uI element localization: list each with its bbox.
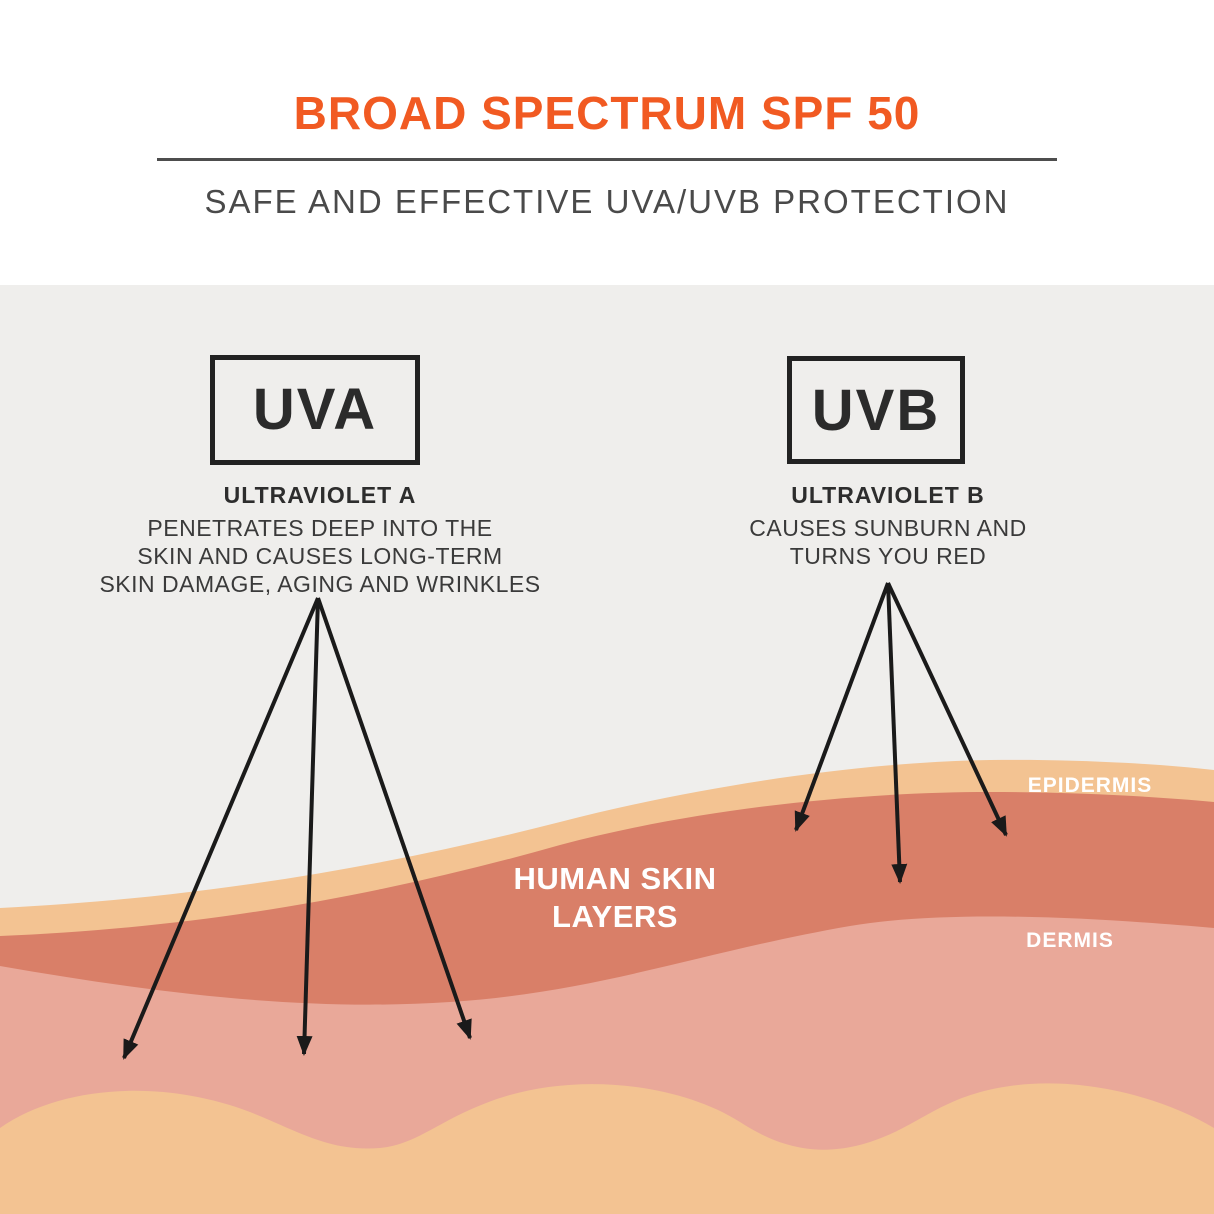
human-skin-layers-line: LAYERS xyxy=(552,899,678,934)
uvb-ray-right-arrow xyxy=(886,582,1008,837)
uva-description-line: SKIN AND CAUSES LONG-TERM xyxy=(137,543,503,569)
uvb-box: UVB xyxy=(787,356,965,464)
uvb-ray-left-arrow xyxy=(794,582,890,832)
uva-box-label: UVA xyxy=(252,377,378,442)
page-title: BROAD SPECTRUM SPF 50 xyxy=(293,87,921,139)
uvb-description-line: TURNS YOU RED xyxy=(789,543,987,569)
subcutaneous-layer-shape xyxy=(0,1083,1214,1214)
epidermis-label: EPIDERMIS xyxy=(1027,774,1153,797)
uvb-box-label: UVB xyxy=(811,378,941,443)
human-skin-layers-label: HUMAN SKIN LAYERS xyxy=(415,860,815,936)
uva-description-line: PENETRATES DEEP INTO THE xyxy=(147,515,493,541)
uvb-description: ULTRAVIOLET B CAUSES SUNBURN AND TURNS Y… xyxy=(668,482,1108,570)
title-divider xyxy=(157,158,1057,161)
human-skin-layers-line: HUMAN SKIN xyxy=(513,861,717,896)
uva-heading: ULTRAVIOLET A xyxy=(223,482,417,508)
uva-description-line: SKIN DAMAGE, AGING AND WRINKLES xyxy=(99,571,541,597)
uva-box: UVA xyxy=(210,355,420,465)
uva-description: ULTRAVIOLET A PENETRATES DEEP INTO THE S… xyxy=(80,482,560,598)
uvb-description-line: CAUSES SUNBURN AND xyxy=(749,515,1027,541)
uva-ray-right-arrow xyxy=(316,597,472,1040)
header: BROAD SPECTRUM SPF 50 SAFE AND EFFECTIVE… xyxy=(0,0,1214,285)
uvb-heading: ULTRAVIOLET B xyxy=(791,482,985,508)
dermis-label: DERMIS xyxy=(1026,929,1114,952)
uvb-ray-middle-arrow xyxy=(886,582,908,884)
uva-ray-middle-arrow xyxy=(296,597,320,1056)
page-subtitle: SAFE AND EFFECTIVE UVA/UVB PROTECTION xyxy=(204,183,1010,220)
uva-ray-left-arrow xyxy=(122,597,320,1060)
